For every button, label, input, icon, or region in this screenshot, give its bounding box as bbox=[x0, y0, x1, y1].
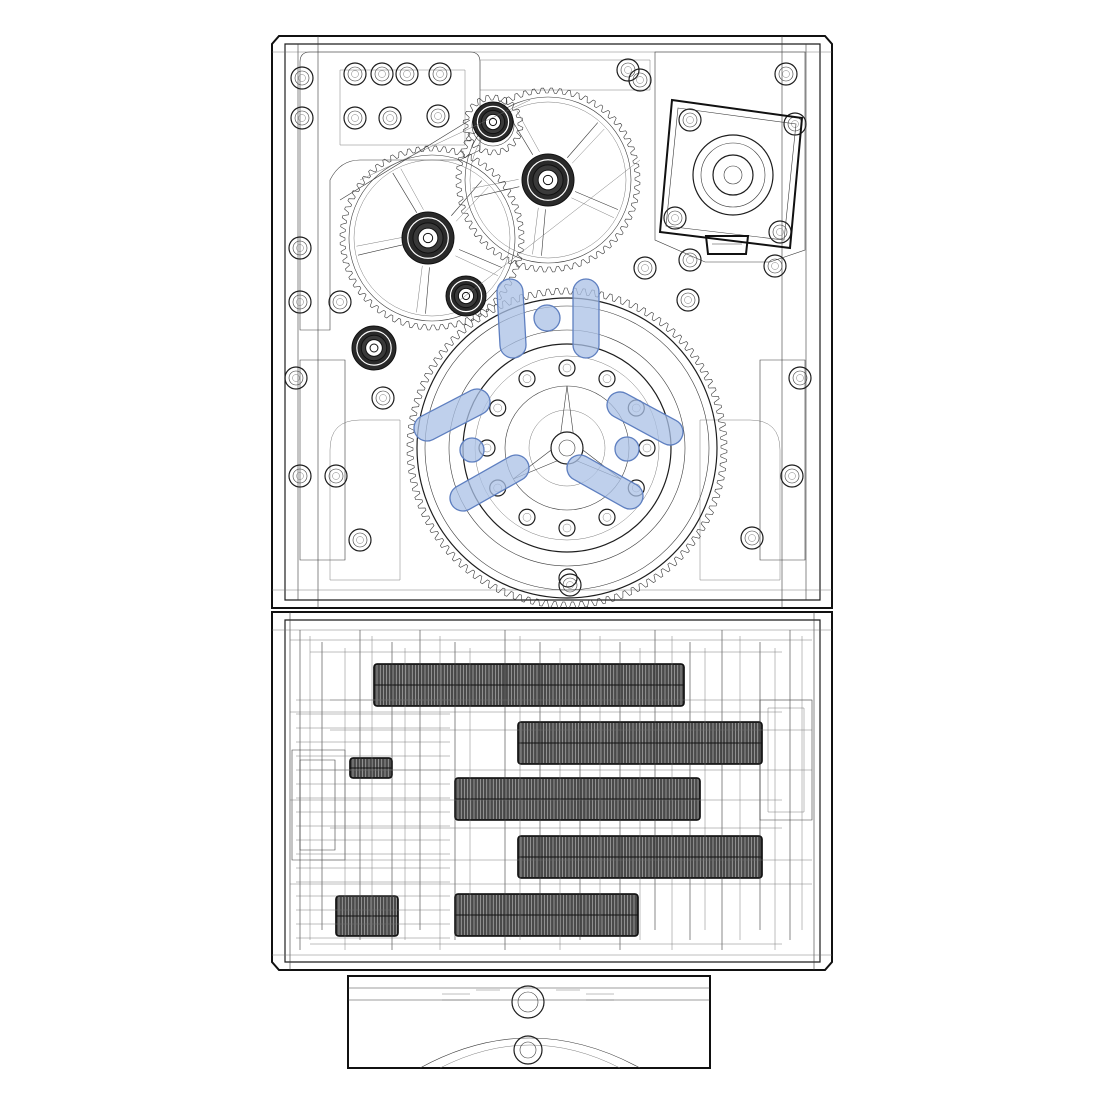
bolt-hole bbox=[288, 236, 312, 260]
bolt-hole bbox=[628, 68, 652, 92]
pin-left bbox=[459, 437, 485, 463]
slot-right-upper bbox=[606, 391, 684, 446]
ring-gear-bolt bbox=[518, 370, 536, 388]
stack-gear-1 bbox=[373, 663, 685, 707]
bolt-hole bbox=[378, 106, 402, 130]
slot-left-lower bbox=[449, 454, 530, 512]
large-ring-gear bbox=[406, 287, 728, 609]
spur-gear-left bbox=[339, 145, 525, 331]
stack-block-left bbox=[335, 895, 399, 937]
bolt-hole bbox=[763, 254, 787, 278]
bolt-hole bbox=[288, 290, 312, 314]
bolt-hole bbox=[740, 526, 764, 550]
bolt-hole bbox=[395, 62, 419, 86]
bolt-hole bbox=[426, 104, 450, 128]
bolt-hole bbox=[633, 256, 657, 280]
pin-right bbox=[614, 436, 640, 462]
bolt-hole bbox=[788, 366, 812, 390]
stack-gear-5 bbox=[454, 893, 639, 937]
bolt-hole bbox=[290, 66, 314, 90]
gear-train bbox=[339, 87, 641, 371]
bolt-hole bbox=[678, 108, 702, 132]
bolt-hole bbox=[370, 62, 394, 86]
stepper-motor bbox=[658, 98, 804, 250]
spur-gear-upper bbox=[455, 87, 641, 273]
bolt-hole bbox=[678, 248, 702, 272]
upper-housing bbox=[271, 35, 833, 609]
lower-linework bbox=[290, 630, 812, 950]
ring-gear-bolt bbox=[518, 508, 536, 526]
bolt-hole bbox=[428, 62, 452, 86]
slot-left-upper bbox=[413, 388, 491, 442]
bolt-hole bbox=[780, 464, 804, 488]
bearing-mid bbox=[445, 275, 487, 317]
bolt-holes bbox=[284, 58, 812, 597]
ring-gear-bolt bbox=[598, 370, 616, 388]
slot-top-left bbox=[496, 278, 527, 359]
ring-gear-tab bbox=[558, 568, 578, 588]
bolt-hole bbox=[663, 206, 687, 230]
pin-top bbox=[533, 304, 561, 332]
slotted-mounting-holes bbox=[413, 278, 684, 512]
bolt-hole bbox=[324, 464, 348, 488]
ring-gear-bolt bbox=[638, 439, 656, 457]
ring-gear-bolt bbox=[558, 359, 576, 377]
bolt-hole bbox=[676, 288, 700, 312]
bearing-upper bbox=[521, 153, 575, 207]
bolt-hole bbox=[343, 62, 367, 86]
bolt-hole bbox=[288, 464, 312, 488]
bolt-hole bbox=[343, 106, 367, 130]
bolt-hole bbox=[284, 366, 308, 390]
bolt-hole bbox=[290, 106, 314, 130]
slot-right-lower bbox=[566, 454, 644, 510]
ring-gear-bolt bbox=[598, 508, 616, 526]
bolt-hole bbox=[371, 386, 395, 410]
bolt-hole bbox=[558, 573, 582, 597]
stack-gear-3 bbox=[454, 777, 701, 821]
mounting-base bbox=[347, 975, 711, 1069]
stack-connector bbox=[349, 757, 393, 779]
motor-connector bbox=[704, 235, 750, 255]
bolt-hole bbox=[328, 290, 352, 314]
bolt-hole bbox=[774, 62, 798, 86]
bearing-lower-left bbox=[351, 325, 397, 371]
bolt-hole bbox=[348, 528, 372, 552]
bearing-idler bbox=[472, 101, 514, 143]
ring-gear-bolt bbox=[558, 519, 576, 537]
slot-top-right bbox=[572, 278, 600, 359]
lower-housing bbox=[271, 611, 833, 971]
bearing-left bbox=[401, 211, 455, 265]
ring-gear-bolt bbox=[489, 399, 507, 417]
